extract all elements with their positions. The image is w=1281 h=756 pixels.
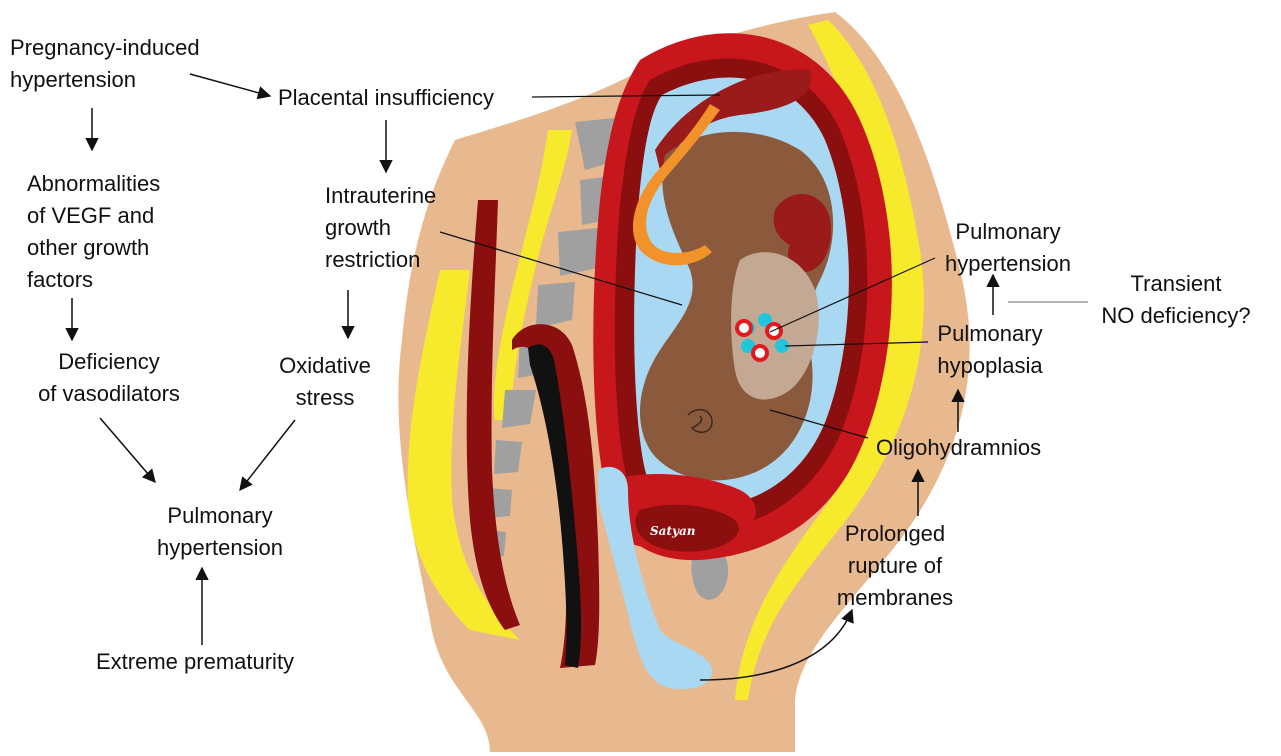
arrow-pih-to-placental [190,74,270,96]
label-extreme-prematurity: Extreme prematurity [96,646,294,678]
label-transient-no-deficiency: Transient NO deficiency? [1090,268,1262,332]
label-deficiency-of-vasodilators: Deficiency of vasodilators [24,346,194,410]
label-oxidative-stress: Oxidative stress [270,350,380,414]
label-placental-insufficiency: Placental insufficiency [278,82,494,114]
label-prolonged-rupture-of-membranes: Prolonged rupture of membranes [820,518,970,614]
arrow-oxidative-to-ph [240,420,295,490]
label-intrauterine-growth-restriction: Intrauterine growth restriction [325,180,436,276]
label-pulmonary-hypertension-right: Pulmonary hypertension [928,216,1088,280]
label-pulmonary-hypertension-left: Pulmonary hypertension [140,500,300,564]
signature: Satyan [650,524,695,538]
label-abnormalities-vegf: Abnormalities of VEGF and other growth f… [27,168,160,296]
label-oligohydramnios: Oligohydramnios [876,432,1041,464]
label-pregnancy-induced-hypertension: Pregnancy-induced hypertension [10,32,200,96]
arrow-deficiency-to-ph [100,418,155,482]
label-pulmonary-hypoplasia: Pulmonary hypoplasia [924,318,1056,382]
